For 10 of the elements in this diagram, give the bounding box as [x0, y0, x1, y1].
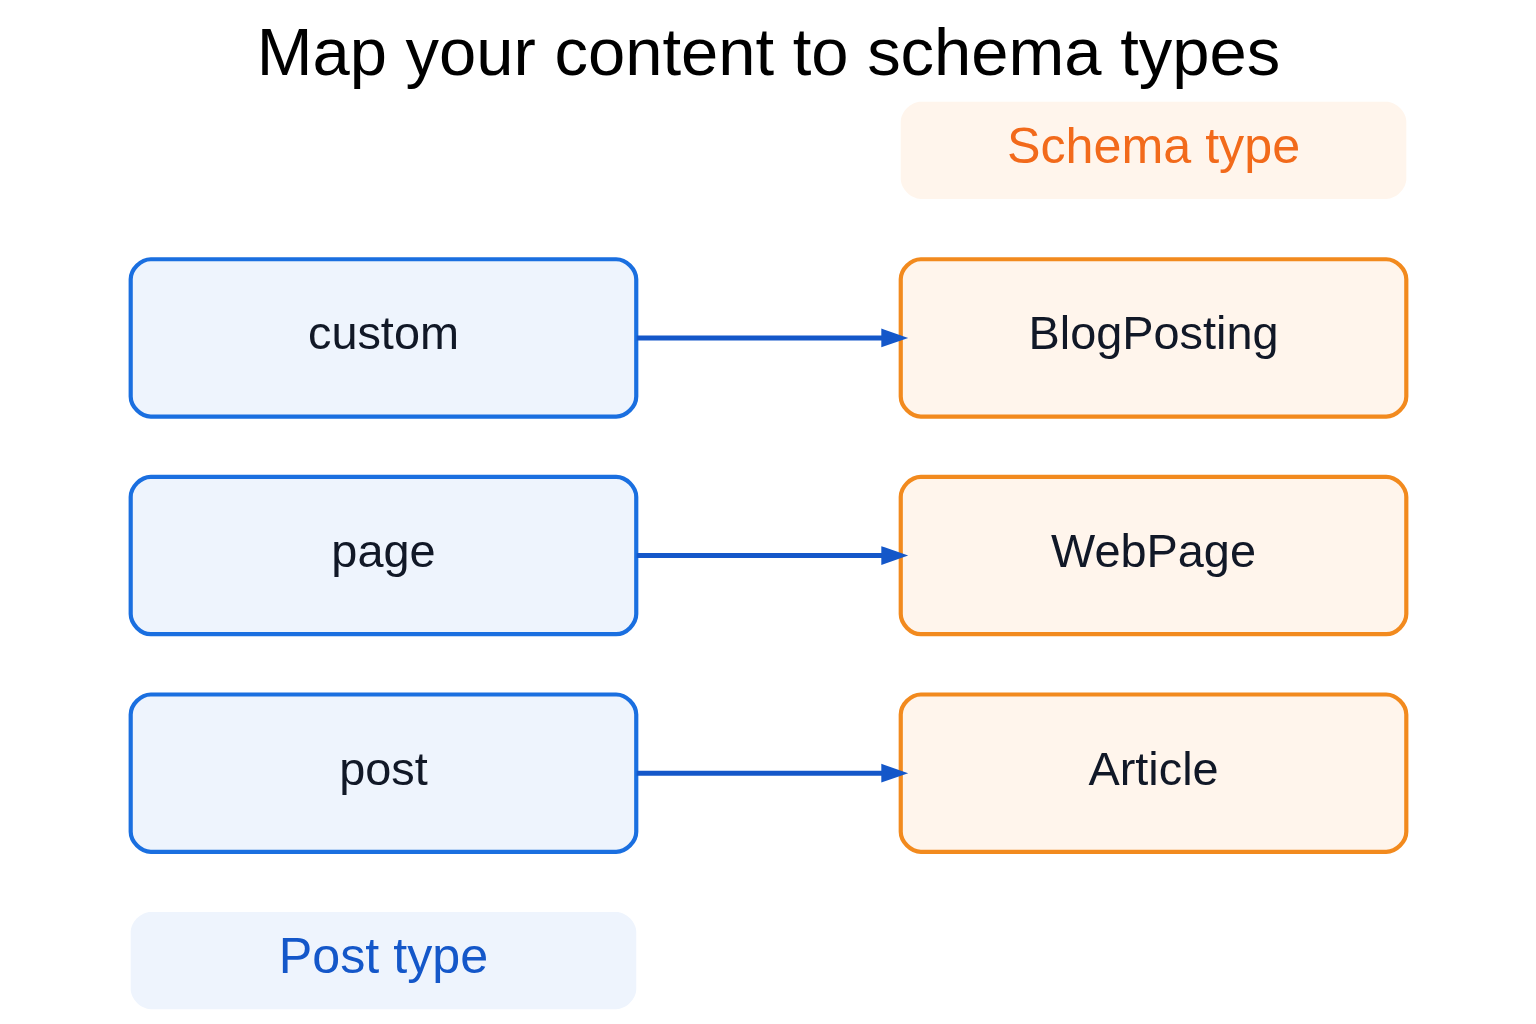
node-box: post: [128, 692, 638, 854]
node-box: custom: [128, 257, 638, 419]
node-box: page: [128, 474, 638, 637]
arrow: [636, 763, 908, 783]
node-box: WebPage: [898, 474, 1408, 637]
arrow: [636, 328, 908, 348]
node-box: Article: [898, 692, 1408, 854]
node-box: BlogPosting: [898, 257, 1408, 419]
diagram-title: Map your content to schema types: [256, 14, 1280, 90]
arrow: [636, 546, 908, 565]
